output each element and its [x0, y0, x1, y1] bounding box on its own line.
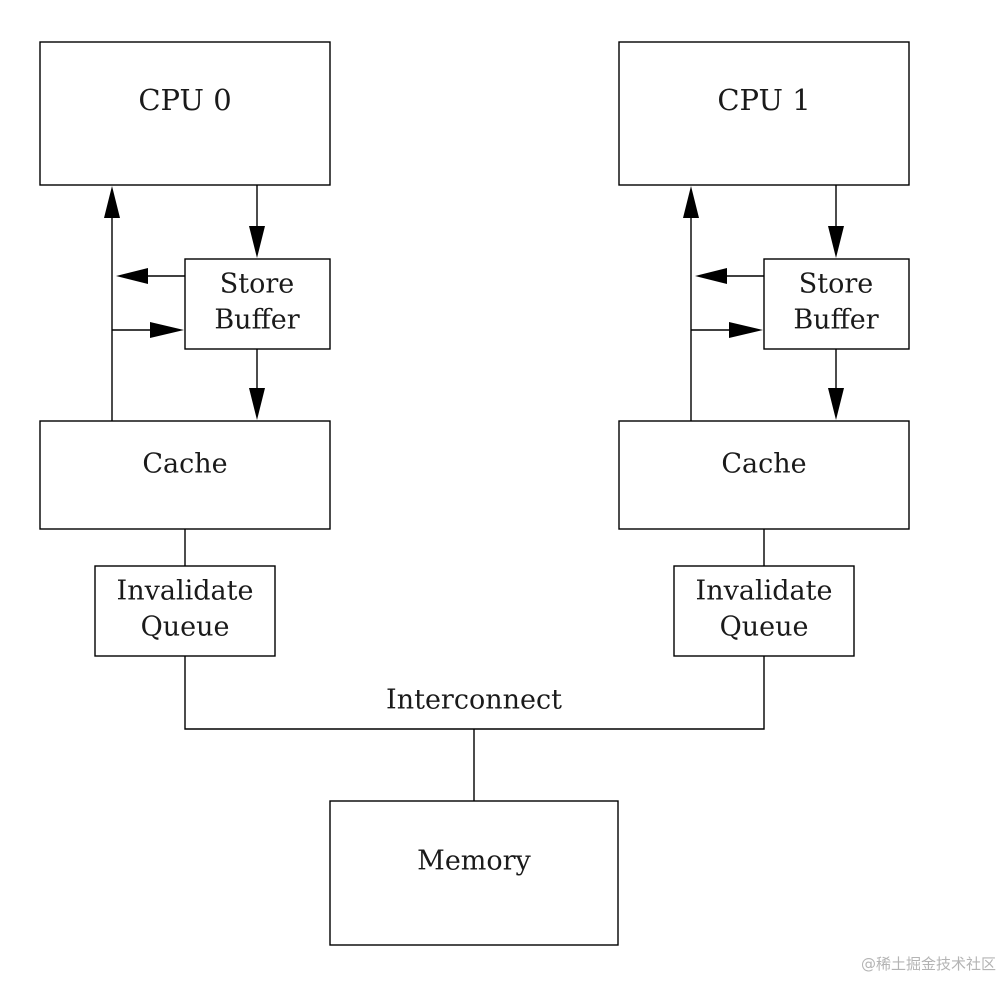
cpu1-store-buffer-label-line2: Buffer: [793, 305, 878, 336]
cpu1-invalidate-queue-box: [673, 565, 855, 657]
cpu0-invalidate-queue-label-line2: Queue: [141, 612, 230, 643]
cpu0-to-storebuffer-arrowhead: [249, 226, 265, 258]
cpu0-store-buffer-box: [184, 258, 331, 350]
cpu1-box: [618, 41, 910, 186]
cpu0-invalidate-queue-label-line1: Invalidate: [117, 576, 254, 607]
cpu1-cache-to-cpu-arrowhead: [683, 186, 699, 218]
memory-label: Memory: [417, 846, 531, 877]
cpu1-storebuffer-forward-arrowhead: [695, 268, 727, 284]
cpu0-cache-to-cpu-arrowhead: [104, 186, 120, 218]
watermark: @稀土掘金技术社区: [860, 955, 996, 973]
cpu0-to-storebuffer-side-arrowhead: [150, 322, 184, 338]
cpu0-store-buffer-label-line1: Store: [220, 269, 295, 300]
interconnect: Interconnect: [184, 656, 765, 801]
cpu1-label: CPU 1: [717, 83, 810, 117]
cpu1-to-storebuffer-arrowhead: [828, 226, 844, 258]
cpu0-storebuffer-forward-arrowhead: [116, 268, 148, 284]
cpu1-cache-box: [618, 420, 910, 530]
cpu0-cache-box: [39, 420, 331, 530]
interconnect-label: Interconnect: [386, 685, 562, 716]
cpu0-cache-label: Cache: [142, 449, 227, 480]
cpu0-label: CPU 0: [138, 83, 231, 117]
cpu1-store-buffer-label-line1: Store: [799, 269, 874, 300]
cpu0-invalidate-queue-box: [94, 565, 276, 657]
cpu1-to-storebuffer-side-arrowhead: [729, 322, 763, 338]
cpu1-invalidate-queue-label-line1: Invalidate: [696, 576, 833, 607]
cpu1-invalidate-queue-label-line2: Queue: [720, 612, 809, 643]
cpu1-cache-label: Cache: [721, 449, 806, 480]
memory-box: [329, 800, 619, 946]
cpu1-store-buffer-box: [763, 258, 910, 350]
cpu0-box: [39, 41, 331, 186]
cpu1-column: CPU 1 Store Buffer Cache Invalidate Queu…: [618, 41, 910, 657]
cpu1-storebuffer-to-cache-arrowhead: [828, 388, 844, 420]
memory: Memory: [329, 800, 619, 946]
cpu0-storebuffer-to-cache-arrowhead: [249, 388, 265, 420]
cpu0-store-buffer-label-line2: Buffer: [214, 305, 299, 336]
cpu0-column: CPU 0 Store Buffer Cache Invalidate Queu…: [39, 41, 331, 657]
